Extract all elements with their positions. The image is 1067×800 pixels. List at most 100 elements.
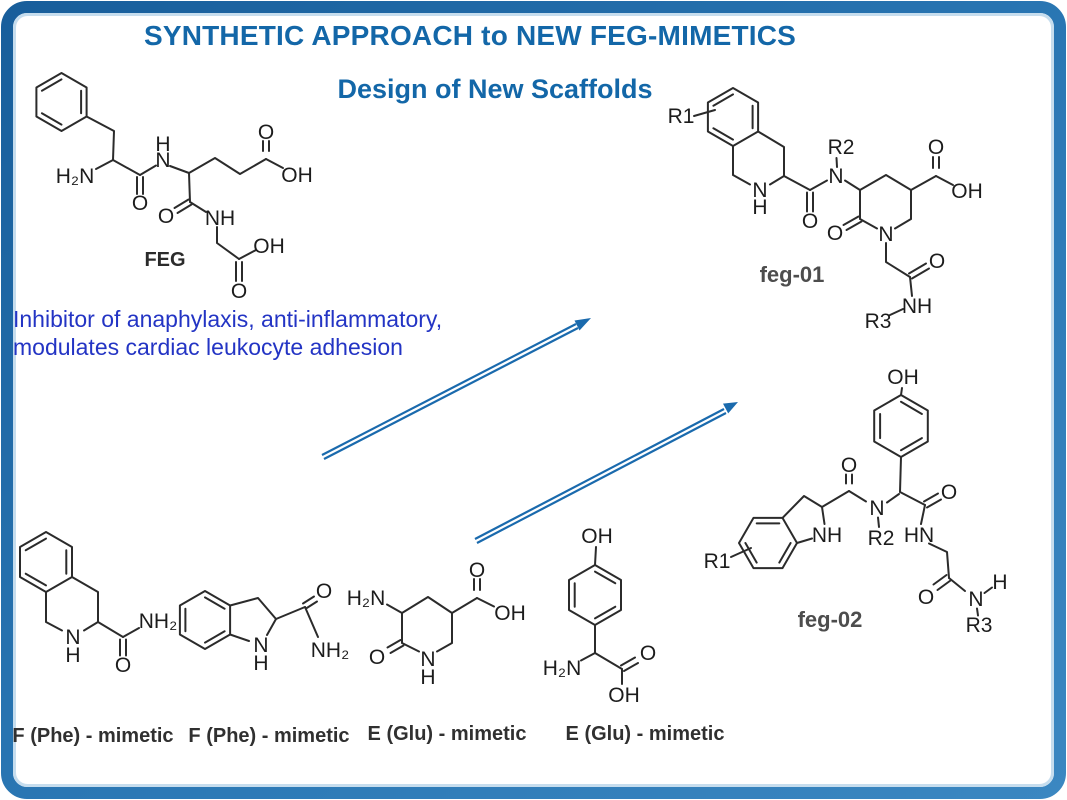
bond (188, 172, 191, 203)
carbonyl-double-bond (262, 140, 270, 152)
carbonyl-o-label: O (115, 654, 131, 677)
bond (948, 577, 966, 592)
indoline-5-ring (781, 495, 826, 544)
arrow-to-feg02 (474, 402, 738, 544)
bond (189, 201, 207, 213)
phenol-double-bonds (879, 400, 923, 452)
ring-n-label: N (752, 179, 767, 202)
carbonyl-double-bond (932, 156, 940, 169)
carbonyl-o-label: O (841, 454, 857, 477)
carbonyl-double-bond (173, 198, 193, 214)
feg-description-line2: modulates cardiac leukocyte adhesion (13, 334, 403, 360)
amide-nh-label: NH (902, 295, 932, 318)
caption-e-mimetic-2: E (Glu) - mimetic (565, 723, 725, 745)
bond (844, 179, 861, 191)
carbonyl-double-bond (119, 638, 127, 657)
carbonyl-o-label: O (941, 481, 957, 504)
page-title: SYNTHETIC APPROACH to NEW FEG-MIMETICS (143, 20, 797, 51)
acid-o-label: O (640, 642, 656, 665)
ring-h-label: H (752, 196, 767, 219)
bond (848, 490, 867, 503)
benzene-double-bonds (744, 522, 792, 564)
amide-nh2-label: NH₂ (311, 639, 349, 662)
gly-chain (216, 226, 240, 260)
bond (935, 175, 954, 186)
amide-h-label: H (155, 133, 170, 156)
r1-label: R1 (704, 550, 731, 573)
bond (304, 606, 319, 638)
bond (169, 165, 190, 174)
acid-oh-label: OH (494, 602, 526, 625)
carbonyl-double-bond (806, 191, 814, 213)
bond (920, 504, 926, 525)
acid-o-label: O (258, 121, 274, 144)
ring-h-label: H (65, 644, 80, 667)
carbonyl-double-bond (923, 492, 942, 509)
indoline-nh-label: NH (812, 524, 842, 547)
indoline-5-ring (229, 597, 277, 642)
r1-attachment-bond (730, 547, 752, 558)
bond-to-r2 (835, 157, 838, 168)
lactam-double-bond (842, 215, 863, 231)
benzene-double-bonds (712, 93, 754, 141)
benzene-ring (19, 531, 73, 593)
bond (238, 249, 257, 260)
carbonyl-o-label: O (316, 580, 332, 603)
acid-o-label: O (231, 280, 247, 303)
acid-o-label: O (928, 136, 944, 159)
carbonyl-double-bond (845, 473, 853, 485)
benzene-double-bonds (24, 537, 68, 587)
ring-n-label: N (253, 634, 268, 657)
amine-label: H₂N (543, 657, 581, 680)
bond (451, 597, 478, 614)
caption-f-mimetic-1: F (Phe) - mimetic (12, 725, 174, 747)
bond (886, 493, 900, 504)
n-acetamide-chain (885, 242, 911, 278)
carbonyl-double-bond (235, 261, 243, 282)
bond-to-amine (386, 603, 403, 614)
bond (821, 490, 850, 508)
benzene-ring (35, 72, 88, 132)
arrowhead-icon (574, 318, 591, 331)
piperidinone-ring (401, 596, 453, 653)
bond (139, 164, 157, 176)
r2-label: R2 (868, 527, 895, 550)
amide-h-label: H (992, 571, 1007, 594)
bond (910, 175, 937, 191)
phenol-oh-label: OH (887, 366, 919, 389)
r2-label: R2 (828, 136, 855, 159)
r3-label: R3 (865, 310, 892, 333)
bond-to-amine (95, 159, 114, 170)
page-subtitle: Design of New Scaffolds (337, 74, 653, 104)
bond (783, 175, 811, 191)
saturated-ring (45, 576, 99, 632)
ring-h-label: H (420, 666, 435, 689)
bond-to-r3 (976, 607, 979, 617)
bond (909, 276, 913, 297)
molecule-f-mimetic-2: N H O NH₂ (178, 580, 349, 675)
amide-n-label: N (828, 165, 843, 188)
molecule-e-mimetic-1: H₂N O N H O OH (347, 559, 526, 689)
bond-to-h (983, 586, 993, 594)
r1-attachment-bond (693, 109, 716, 117)
amide-hn-label: HN (904, 524, 934, 547)
caption-feg02: feg-02 (797, 607, 863, 632)
amide-n-label: N (155, 149, 170, 172)
bond-to-r3 (889, 308, 904, 316)
amine-label: H₂N (347, 587, 385, 610)
carbonyl-double-bond (908, 262, 930, 280)
caption-f-mimetic-2: F (Phe) - mimetic (188, 725, 350, 747)
amide-nh-label: NH (205, 207, 235, 230)
bond-to-oh (900, 387, 903, 396)
acid-oh-label: OH (281, 164, 313, 187)
feg-description: Inhibitor of anaphylaxis, anti-inflammat… (13, 305, 443, 361)
bond (476, 597, 495, 608)
bond (899, 491, 926, 506)
acid-o-label: O (469, 559, 485, 582)
bond (85, 115, 115, 161)
carbonyl-double-bond (136, 176, 144, 195)
caption-feg: FEG (144, 249, 186, 271)
bond (594, 652, 623, 670)
